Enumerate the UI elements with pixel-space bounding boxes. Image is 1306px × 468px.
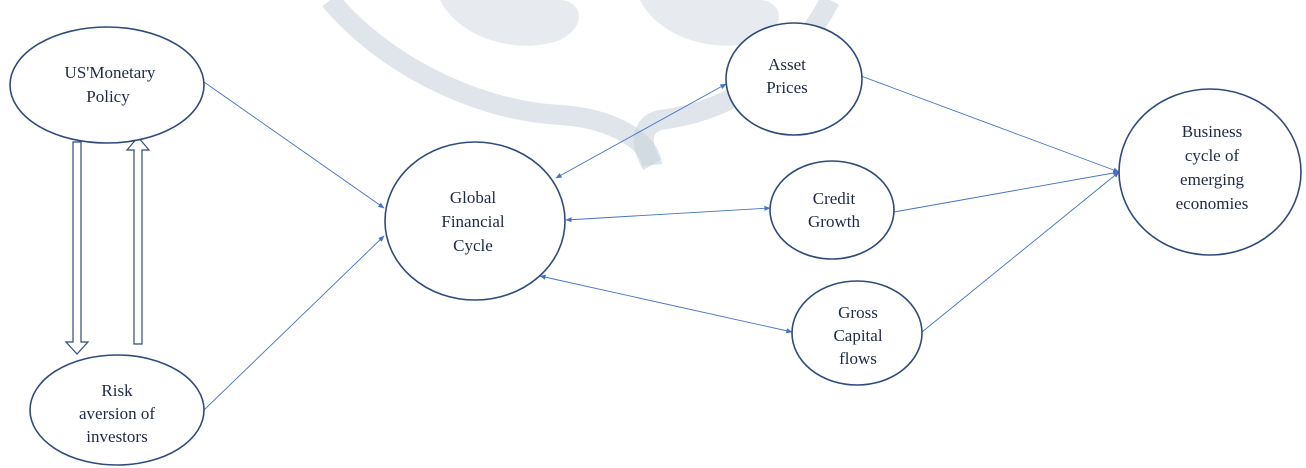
- node-label-line: Capital: [833, 326, 882, 345]
- node-label-line: Risk: [101, 381, 133, 400]
- node-label-line: Financial: [441, 212, 505, 231]
- node-label-line: Prices: [766, 78, 808, 97]
- node-label-line: Growth: [808, 212, 860, 231]
- node-label-line: emerging: [1180, 170, 1244, 189]
- hollow-arrow-down: [64, 141, 90, 355]
- node-label-line: Business: [1182, 122, 1242, 141]
- node-label-line: investors: [86, 427, 147, 446]
- edge-global-cycle-gross-capital-flows: [539, 274, 793, 334]
- node-label-line: Policy: [86, 87, 130, 106]
- node-label-line: flows: [839, 349, 877, 368]
- node-asset-prices: Asset Prices: [725, 22, 863, 136]
- edge-global-cycle-credit-growth: [565, 205, 771, 223]
- node-business-cycle: Business cycle of emerging economies: [1118, 88, 1302, 256]
- node-label-line: US'Monetary: [65, 63, 156, 82]
- edges: [203, 75, 1120, 411]
- node-global-financial-cycle: Global Financial Cycle: [384, 141, 566, 301]
- node-us-monetary-policy: US'Monetary Policy: [9, 26, 205, 144]
- node-gross-capital-flows: Gross Capital flows: [791, 280, 923, 386]
- node-label-line: aversion of: [79, 404, 155, 423]
- edge-asset-prices-to-business-cycle: [860, 75, 1120, 173]
- edge-gross-capital-flows-to-business-cycle: [921, 171, 1120, 333]
- edge-risk-aversion-to-global-cycle: [203, 235, 385, 411]
- node-label-line: Gross: [838, 303, 878, 322]
- node-label-line: Asset: [768, 55, 806, 74]
- node-label-line: economies: [1176, 194, 1249, 213]
- node-label-line: Global: [450, 188, 497, 207]
- edge-global-cycle-asset-prices: [555, 83, 727, 179]
- hollow-arrows: [64, 136, 151, 355]
- edge-credit-growth-to-business-cycle: [893, 170, 1120, 213]
- node-label-line: Credit: [813, 189, 856, 208]
- node-credit-growth: Credit Growth: [769, 160, 895, 260]
- node-risk-aversion: Risk aversion of investors: [29, 354, 205, 466]
- hollow-arrow-up: [125, 136, 151, 345]
- node-label-line: Cycle: [453, 236, 493, 255]
- edge-monetary-policy-to-global-cycle: [203, 81, 385, 209]
- node-label-line: cycle of: [1185, 146, 1240, 165]
